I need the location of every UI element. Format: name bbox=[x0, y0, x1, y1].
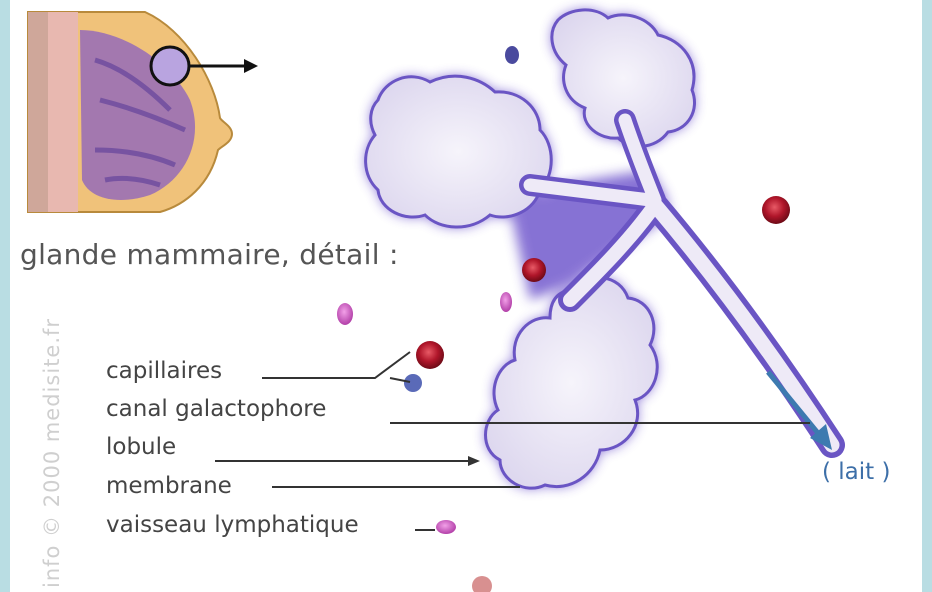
lymph-vessel-section bbox=[505, 46, 519, 64]
capillary-cell bbox=[416, 341, 444, 369]
breast-inset bbox=[28, 12, 258, 212]
label-lait: ( lait ) bbox=[822, 459, 890, 485]
capillary-cell bbox=[522, 258, 546, 282]
lobule-group bbox=[366, 10, 695, 488]
leader-lobule-arrowhead bbox=[468, 456, 480, 466]
label-canal-galactophore: canal galactophore bbox=[106, 396, 326, 422]
diagram-title: glande mammaire, détail : bbox=[20, 238, 399, 271]
leader-capillaires bbox=[262, 352, 410, 378]
label-vaisseau-lymphatique: vaisseau lymphatique bbox=[106, 512, 359, 538]
capillary-cell bbox=[472, 576, 492, 592]
lymph-cell bbox=[500, 292, 512, 312]
lymph-vessel-section bbox=[404, 374, 422, 392]
label-lobule: lobule bbox=[106, 434, 176, 460]
capillary-cell bbox=[762, 196, 790, 224]
label-capillaires: capillaires bbox=[106, 358, 222, 384]
copyright-watermark: info © 2000 medisite.fr bbox=[40, 318, 64, 588]
lymph-cell bbox=[337, 303, 353, 325]
label-membrane: membrane bbox=[106, 473, 232, 499]
lymph-cell bbox=[436, 520, 456, 534]
mammary-gland-illustration bbox=[10, 0, 922, 592]
diagram-panel: glande mammaire, détail : capillaires ca… bbox=[10, 0, 922, 592]
